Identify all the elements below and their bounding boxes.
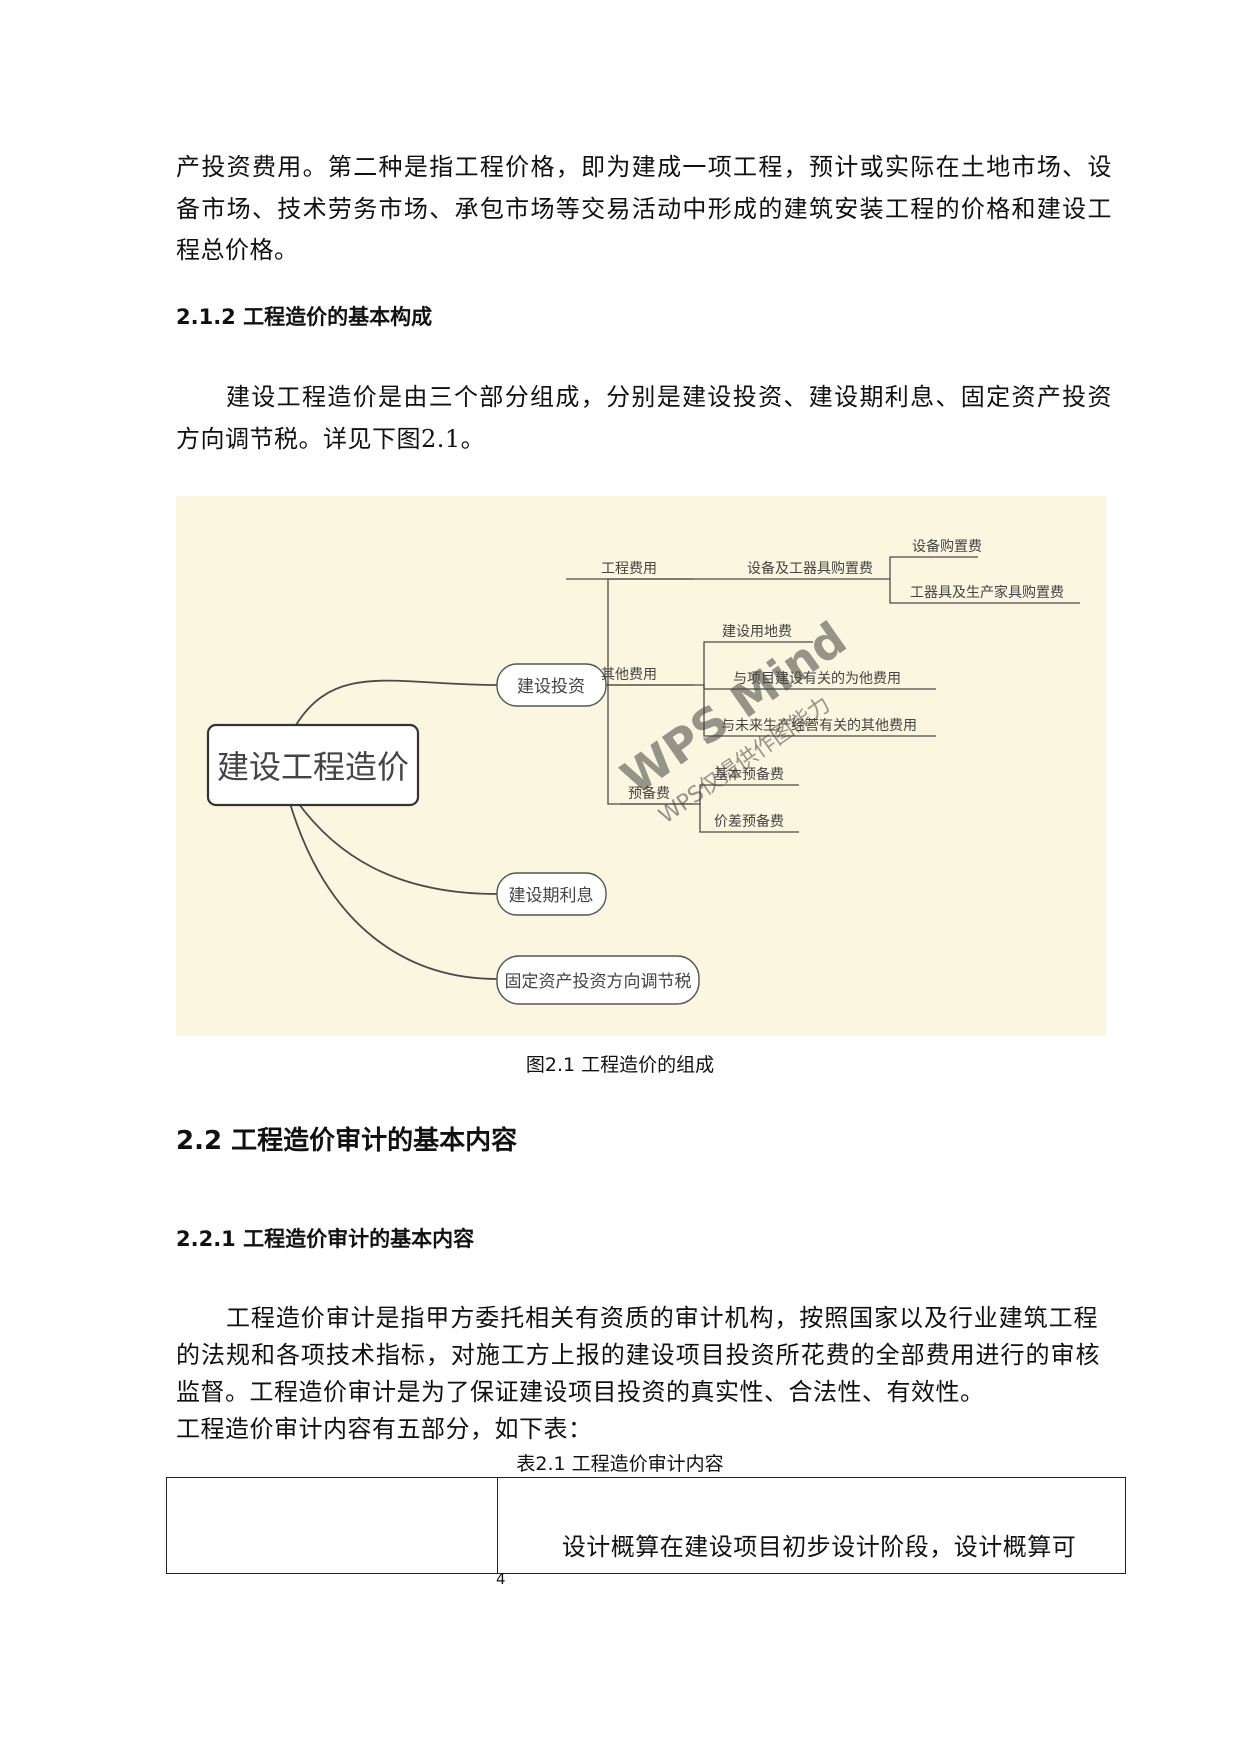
section-heading-2-2-1: 2.2.1 工程造价审计的基本内容 [176, 1227, 475, 1251]
node-future-related-cost: 与未来生产经营有关的其他费用 [721, 718, 917, 734]
intro-line-3: 程总价格。 [176, 236, 299, 264]
page-number: 4 [496, 1570, 506, 1588]
edge-root-investment [295, 679, 498, 726]
node-other-cost: 其他费用 [601, 667, 657, 683]
node-land-cost: 建设用地费 [722, 624, 792, 640]
node-reserve: 预备费 [628, 785, 670, 802]
para-221-line-3: 监督。工程造价审计是为了保证建设项目投资的真实性、合法性、有效性。 [176, 1378, 985, 1406]
node-tools-furniture-purchase: 工器具及生产家具购置费 [910, 584, 1064, 601]
root-node-box [206, 723, 420, 807]
branch-tax: 固定资产投资方向调节税 [505, 972, 692, 992]
table-cell: 设计概算在建设项目初步设计阶段，设计概算可 [496, 1477, 1127, 1574]
table-caption: 表2.1 工程造价审计内容 [516, 1453, 724, 1475]
para-221-line-2: 的法规和各项技术指标，对施工方上报的建设项目投资所花费的全部费用进行的审核 [176, 1341, 1100, 1369]
branch-investment-box [496, 663, 607, 707]
node-equipment-purchase: 设备购置费 [912, 538, 982, 555]
node-basic-reserve: 基本预备费 [714, 766, 784, 783]
intro-line-2: 备市场、技术劳务市场、承包市场等交易活动中形成的建筑安装工程的价格和建设工 [176, 195, 1112, 223]
node-project-related-cost: 与项目建设有关的为他费用 [733, 671, 901, 687]
branch-tax-box [496, 955, 700, 1005]
node-equipment-tools: 设备及工器具购置费 [747, 560, 873, 577]
node-price-reserve: 价差预备费 [714, 813, 784, 830]
para-212-line-2: 方向调节税。详见下图2.1。 [176, 425, 486, 453]
branch-interest-box [496, 872, 607, 916]
para-221-line-1: 工程造价审计是指甲方委托相关有资质的审计机构，按照国家以及行业建筑工程 [226, 1304, 1098, 1332]
audit-content-table: 设计概算在建设项目初步设计阶段，设计概算可 [166, 1477, 1127, 1574]
para-212-line-1: 建设工程造价是由三个部分组成，分别是建设投资、建设期利息、固定资产投资 [226, 383, 1112, 411]
table-cell [166, 1477, 498, 1574]
table-row: 设计概算在建设项目初步设计阶段，设计概算可 [166, 1477, 1127, 1574]
mindmap-diagram: 建设工程造价 建设投资 建设期利息 固定资产投资方向调节税 工程费用 其他费用 … [206, 538, 1080, 1005]
para-221-line-4: 工程造价审计内容有五部分，如下表： [176, 1415, 593, 1443]
mindmap-figure: 建设工程造价 建设投资 建设期利息 固定资产投资方向调节税 工程费用 其他费用 … [176, 496, 1106, 1036]
branch-investment: 建设投资 [517, 677, 585, 697]
section-heading-2-2: 2.2 工程造价审计的基本内容 [176, 1126, 518, 1156]
figure-caption: 图2.1 工程造价的组成 [525, 1054, 715, 1076]
section-heading-2-1-2: 2.1.2 工程造价的基本构成 [176, 305, 433, 329]
edge-root-tax [288, 799, 498, 980]
edge-root-interest [295, 799, 498, 895]
root-node: 建设工程造价 [217, 748, 409, 786]
node-engineering-cost: 工程费用 [601, 561, 657, 577]
branch-interest: 建设期利息 [509, 886, 594, 906]
intro-line-1: 产投资费用。第二种是指工程价格，即为建成一项工程，预计或实际在土地市场、设 [176, 153, 1112, 181]
